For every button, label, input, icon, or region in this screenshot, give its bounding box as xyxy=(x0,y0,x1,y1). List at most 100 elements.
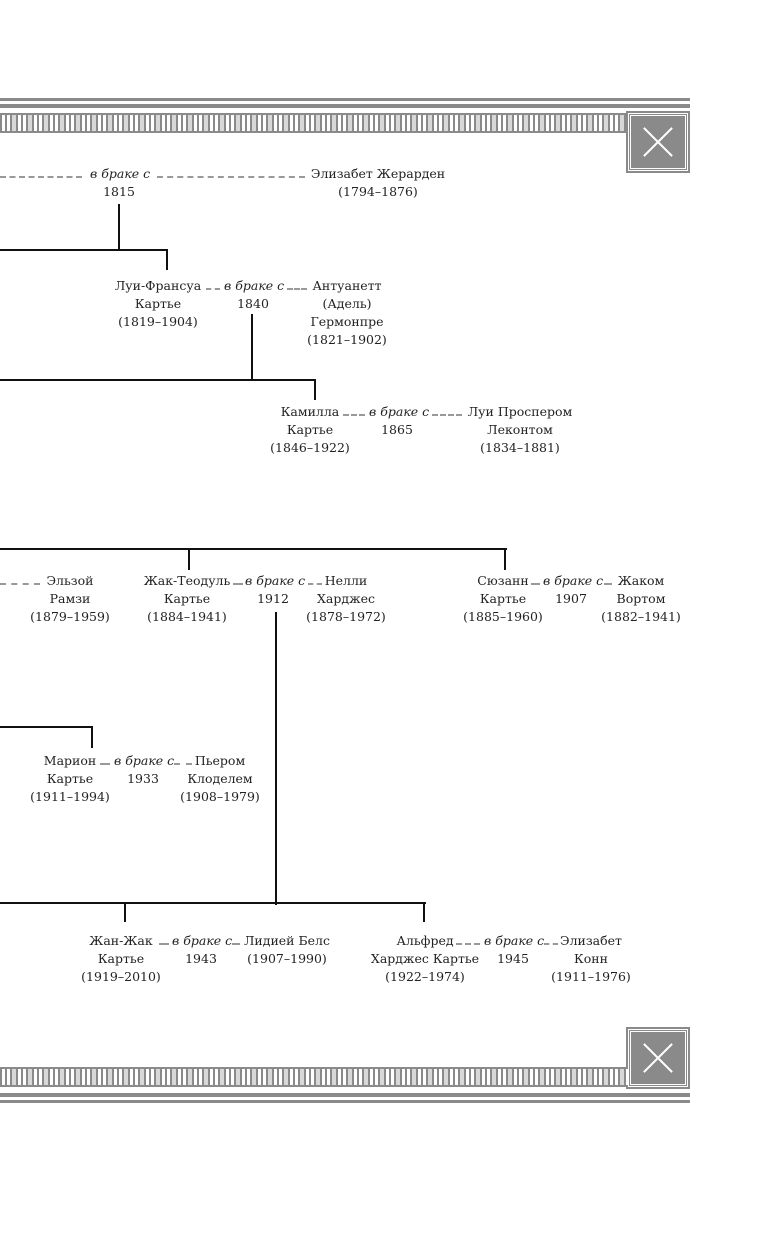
top-ornamental-band xyxy=(0,113,628,133)
dates: (1885–1960) xyxy=(463,609,543,624)
dates: (1846–1922) xyxy=(270,440,350,455)
tree-line xyxy=(251,314,253,381)
name: Элизабет xyxy=(560,933,622,948)
surname: Картье xyxy=(163,591,211,606)
bottom-border-rule xyxy=(0,1100,690,1103)
marriage-dash xyxy=(531,583,540,585)
name: Жак-Теодуль xyxy=(143,573,231,588)
name: Жан-Жак xyxy=(89,933,153,948)
marriage-label: в браке с xyxy=(543,573,604,588)
name: Элизабет Жерарден xyxy=(310,166,446,181)
marriage-dash xyxy=(432,414,462,416)
marriage-year: 1933 xyxy=(127,771,159,786)
marriage-year: 1907 xyxy=(555,591,587,606)
corner-ornament-icon xyxy=(626,1027,690,1089)
surname: Картье xyxy=(479,591,527,606)
name: Сюзанн xyxy=(477,573,529,588)
dates: (1884–1941) xyxy=(147,609,227,624)
tree-line xyxy=(188,548,190,570)
spouse-elisabeth-gerarden: Элизабет Жерарден (1794–1876) xyxy=(311,165,445,201)
surname: Рамзи xyxy=(49,591,91,606)
marriage-dash xyxy=(100,763,110,765)
name: Нелли xyxy=(324,573,368,588)
top-border-rule xyxy=(0,104,690,108)
surname: Харджес Картье xyxy=(370,951,480,966)
marriage-dash xyxy=(604,583,612,585)
name: Лидией Белс xyxy=(243,933,331,948)
tree-line xyxy=(0,249,168,251)
tree-line xyxy=(118,204,120,251)
marriage-dash xyxy=(233,583,243,585)
marriage-dash xyxy=(456,943,480,945)
dates: (1819–1904) xyxy=(118,314,198,329)
tree-line xyxy=(314,379,316,400)
marriage-year: 1945 xyxy=(497,951,529,966)
surname: Леконтом xyxy=(487,422,553,437)
marriage-label: в браке с xyxy=(484,933,545,948)
dates: (1911–1994) xyxy=(30,789,110,804)
top-border-rule xyxy=(0,98,690,101)
marriage-label: в браке с xyxy=(90,166,151,181)
bottom-ornamental-band xyxy=(0,1067,628,1087)
name: Антуанетт xyxy=(312,278,382,293)
marriage-label: в браке с xyxy=(224,278,285,293)
dates: (1879–1959) xyxy=(30,609,110,624)
dates: (1834–1881) xyxy=(480,440,560,455)
tree-line xyxy=(91,726,93,748)
marriage-dash xyxy=(157,176,305,178)
surname: Картье xyxy=(286,422,334,437)
dates: (1911–1976) xyxy=(551,969,631,984)
dates: (1878–1972) xyxy=(306,609,386,624)
dates: (1908–1979) xyxy=(180,789,260,804)
surname: Клоделем xyxy=(187,771,253,786)
tree-line xyxy=(504,548,506,570)
surname: Картье xyxy=(134,296,182,311)
marriage-label: в браке с xyxy=(114,753,175,768)
marriage-dash xyxy=(232,943,240,945)
surname: Картье xyxy=(97,951,145,966)
marriage-dash xyxy=(174,763,192,765)
dates: (1919–2010) xyxy=(81,969,161,984)
spouse-lydia-bels: Лидией Белс (1907–1990) xyxy=(244,932,330,968)
name: Марион xyxy=(43,753,97,768)
marriage-dash xyxy=(544,943,558,945)
tree-line xyxy=(0,379,316,381)
name: Луи-Франсуа xyxy=(114,278,202,293)
name: Альфред xyxy=(396,933,454,948)
marriage-dash xyxy=(308,583,322,585)
corner-ornament-icon xyxy=(626,111,690,173)
marriage-label: в браке с xyxy=(245,573,306,588)
tree-line xyxy=(275,612,277,905)
tree-line xyxy=(0,902,426,904)
dates: (1907–1990) xyxy=(247,951,327,966)
dates: (1821–1902) xyxy=(307,332,387,347)
marriage-dash xyxy=(159,943,169,945)
nickname: (Адель) xyxy=(322,296,372,311)
bottom-border-rule xyxy=(0,1093,690,1097)
name: Пьером xyxy=(194,753,246,768)
tree-line xyxy=(0,548,507,550)
marriage-year: 1865 xyxy=(381,422,413,437)
surname: Картье xyxy=(46,771,94,786)
dates: (1922–1974) xyxy=(385,969,465,984)
surname: Вортом xyxy=(616,591,666,606)
surname: Харджес xyxy=(317,591,375,606)
marriage-label: в браке с xyxy=(369,404,430,419)
name: Луи Проспером xyxy=(467,404,573,419)
surname: Гермонпре xyxy=(310,314,384,329)
dates: (1794–1876) xyxy=(338,184,418,199)
marriage-dash xyxy=(206,288,220,290)
marriage-year: 1815 xyxy=(103,184,135,199)
marriage-dash xyxy=(0,176,82,178)
